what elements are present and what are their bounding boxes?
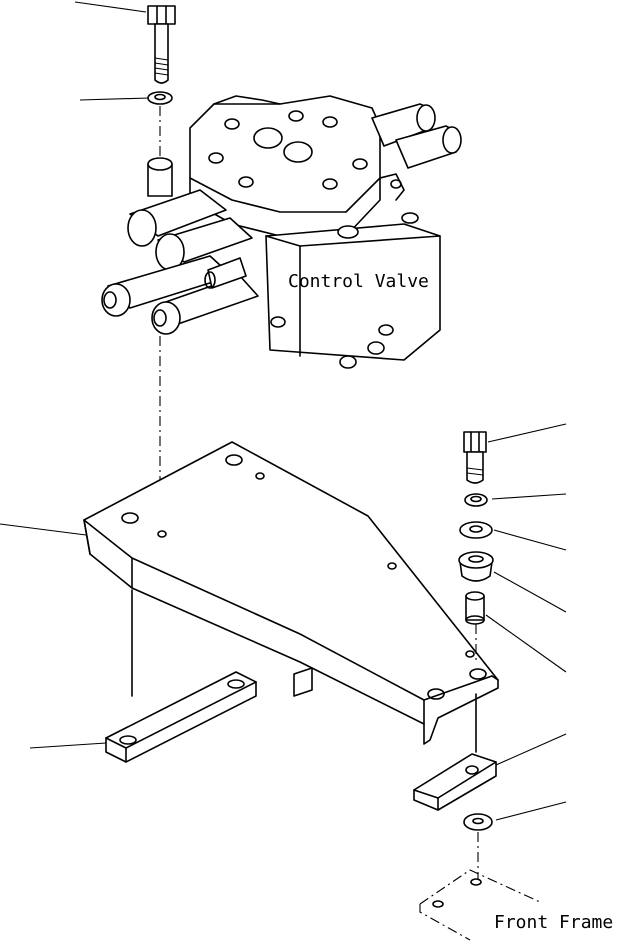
bolt-top	[147, 5, 176, 84]
leader-washer-top	[79, 97, 150, 101]
bracket-hole	[225, 454, 243, 466]
lock-washer-right	[464, 493, 488, 507]
bolt-right	[463, 431, 487, 484]
bracket-hole	[469, 668, 487, 680]
control-valve	[101, 95, 462, 369]
bracket-hole	[427, 688, 445, 700]
leader-bottom-washer	[495, 801, 567, 821]
front-frame-label: Front Frame	[494, 912, 613, 933]
leader-left-plate	[29, 742, 107, 749]
leader-right-bolt	[487, 423, 567, 443]
leader-right-lockwasher	[491, 493, 567, 500]
leader-right-plate	[495, 733, 567, 766]
rubber-cushion	[458, 551, 494, 582]
flat-washer-right	[459, 521, 493, 539]
callout-leaders	[0, 1, 567, 821]
leader-right-washer	[493, 529, 567, 551]
leader-spacer	[485, 614, 567, 673]
spacer-collar	[465, 591, 485, 625]
left-support-plate	[105, 671, 257, 763]
washer-top	[147, 91, 173, 105]
bracket-hole	[465, 650, 475, 658]
bracket-hole	[121, 512, 139, 524]
right-support-plate	[413, 753, 497, 811]
front-frame	[419, 869, 541, 941]
bracket-hole	[255, 472, 265, 480]
leader-bolt-top	[74, 1, 147, 13]
bracket-hole	[157, 530, 167, 538]
leader-cushion	[493, 571, 567, 613]
leader-bracket	[0, 523, 87, 536]
control-valve-label: Control Valve	[288, 271, 429, 292]
bracket-hole	[387, 562, 397, 570]
mounting-bracket	[83, 441, 499, 745]
bottom-washer	[463, 813, 493, 831]
